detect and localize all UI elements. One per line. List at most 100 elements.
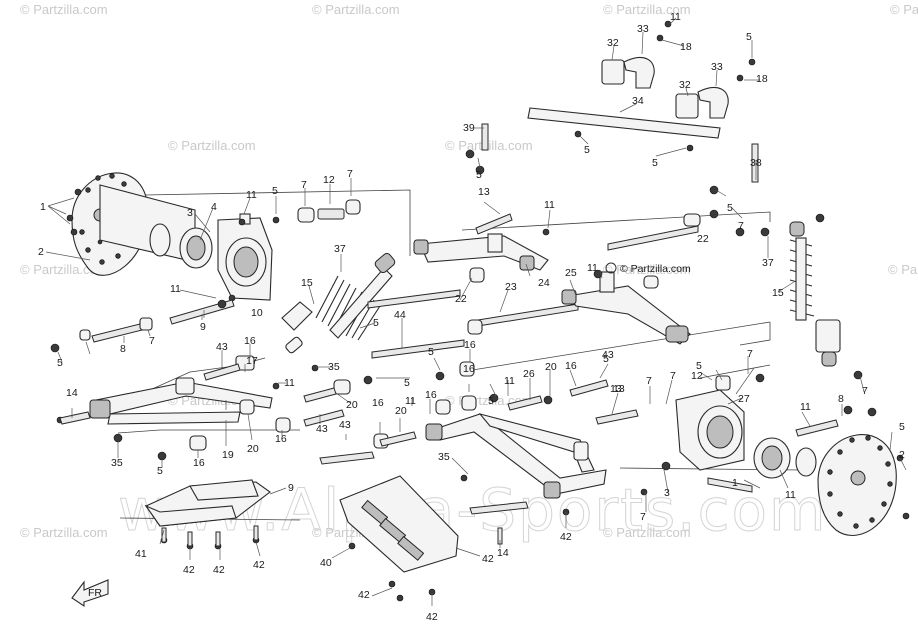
callout-label: 44: [394, 309, 406, 321]
callout-label: 7: [862, 385, 868, 397]
callout-label: 13: [610, 383, 622, 395]
callout-label: 37: [762, 257, 774, 269]
callout-label: 11: [587, 262, 598, 274]
callout-label: 5: [899, 421, 905, 433]
callout-label: 3: [664, 487, 670, 499]
leader-lines: [45, 17, 907, 606]
watermark: © Partzilla.com: [312, 2, 400, 17]
callout-label: 16: [193, 457, 205, 469]
callout-label: 5: [696, 360, 702, 372]
callout-label: 43: [339, 419, 351, 431]
middle-bushings: [239, 361, 639, 465]
callout-label: 11: [246, 189, 257, 201]
callout-label: 32: [607, 37, 619, 49]
callout-label: 5: [428, 346, 434, 358]
callout-label: 41: [135, 548, 147, 560]
left-shock-absorber: [281, 252, 396, 354]
callout-label: 11: [284, 377, 295, 389]
callout-label: 43: [216, 341, 228, 353]
callout-label: 35: [328, 361, 340, 373]
callout-label: 33: [637, 23, 649, 35]
callout-label: 42: [426, 611, 438, 623]
callout-label: 12: [323, 174, 335, 186]
callout-label: 1: [732, 477, 738, 489]
callout-label: 33: [711, 61, 723, 73]
watermark: © Partzilla.com: [20, 525, 108, 540]
callout-label: 23: [505, 281, 517, 293]
callout-label: 35: [111, 457, 123, 469]
callout-label: 32: [679, 79, 691, 91]
callout-label: 5: [652, 157, 658, 169]
callout-label: 12: [691, 370, 703, 382]
upper-left-bushings: [50, 199, 361, 353]
callout-label: 5: [57, 357, 63, 369]
callout-label: 5: [727, 202, 733, 214]
callout-label: 20: [247, 443, 259, 455]
callout-label: 11: [670, 11, 681, 23]
callout-label: 43: [602, 349, 614, 361]
right-brake-disc: [817, 434, 910, 536]
watermark: © Partzilla.com: [445, 138, 533, 153]
callout-label: 16: [565, 360, 577, 372]
callout-label: 11: [405, 395, 416, 407]
callout-label: 7: [670, 370, 676, 382]
callout-label: 2: [899, 449, 905, 461]
callout-label: 42: [358, 589, 370, 601]
watermark: © Partzilla.com: [603, 2, 691, 17]
long-bolts: [367, 209, 770, 359]
callout-label: 39: [463, 122, 475, 134]
callout-label: 38: [750, 157, 762, 169]
callout-label: 7: [301, 179, 307, 191]
callout-label: 9: [288, 482, 294, 494]
callout-label: 5: [272, 185, 278, 197]
lower-left-a-arm: [56, 355, 273, 461]
watermark: © Partzilla.com: [888, 262, 918, 277]
copyright-icon: [605, 262, 617, 274]
callout-label: 7: [347, 168, 353, 180]
callout-label: 1: [40, 201, 46, 213]
callout-label: 16: [244, 335, 256, 347]
callout-label: 11: [544, 199, 555, 211]
callout-labels: 1 2 3 4 11 5 7 12 7 11 10 9 7 8 5 37 15 …: [38, 11, 905, 623]
callout-label: 11: [170, 283, 181, 295]
callout-label: 18: [756, 73, 768, 85]
callout-label: 7: [640, 511, 646, 523]
callout-label: 42: [213, 564, 225, 576]
callout-label: 27: [738, 393, 750, 405]
callout-label: 35: [438, 451, 450, 463]
callout-label: 14: [497, 547, 509, 559]
callout-label: 20: [346, 399, 358, 411]
callout-label: 42: [183, 564, 195, 576]
misc-bolts: [59, 411, 648, 545]
callout-label: 16: [425, 389, 437, 401]
callout-label: 5: [603, 353, 609, 365]
front-arrow-icon: FR: [71, 579, 109, 608]
callout-label: 26: [523, 368, 535, 380]
callout-label: 7: [747, 348, 753, 360]
callout-label: 42: [482, 553, 494, 565]
callout-label: 13: [478, 186, 490, 198]
watermark: © Partzilla.com: [168, 138, 256, 153]
watermark: © Partzilla.com: [890, 2, 918, 17]
callout-label: 16: [275, 433, 287, 445]
right-upper-a-arm: [561, 269, 691, 345]
left-knuckle-assembly: [99, 184, 280, 302]
callout-label: 24: [538, 277, 550, 289]
callout-label: 5: [157, 465, 163, 477]
callout-label: 17: [246, 355, 258, 367]
callout-label: 20: [545, 361, 557, 373]
callout-label: 8: [120, 343, 126, 355]
callout-label: 15: [301, 277, 313, 289]
lower-center-a-arm: [425, 413, 607, 499]
callout-label: 10: [251, 307, 263, 319]
callout-label: 11: [785, 489, 796, 501]
callout-label: 7: [149, 335, 155, 347]
callout-label: 7: [646, 375, 652, 387]
callout-label: 5: [404, 377, 410, 389]
skid-plate-41: [144, 479, 271, 550]
callout-label: 9: [200, 321, 206, 333]
callout-label: 42: [253, 559, 265, 571]
right-knuckle-assembly: [661, 373, 877, 493]
inline-watermark: © Partzilla.com: [605, 262, 691, 275]
callout-label: 5: [488, 395, 494, 407]
